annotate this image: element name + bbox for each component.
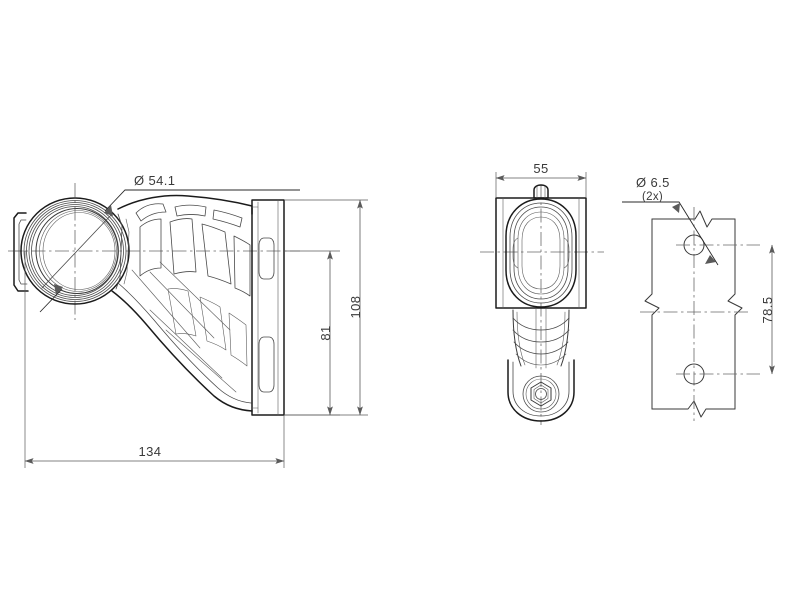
front-view-lens-oval <box>505 198 577 308</box>
dimension-hole-diameter-text: Ø 6.5 <box>636 175 670 190</box>
dimension-width-55: 55 <box>495 161 587 181</box>
lens-diameter-indicator <box>41 213 113 289</box>
hex-fastener-icon <box>530 381 552 407</box>
dimension-hole-spacing-785-text: 78.5 <box>760 297 775 324</box>
dimension-height-81-text: 81 <box>318 325 333 340</box>
dimension-width-55-text: 55 <box>533 161 548 176</box>
dimension-hole-quantity-text: (2x) <box>642 191 663 203</box>
arm-rib-windows <box>139 218 251 297</box>
dimension-hole-diameter: Ø 6.5 (2x) <box>622 175 719 266</box>
mounting-slot-upper <box>258 237 275 280</box>
mounting-plate-side <box>251 199 285 416</box>
front-view-top-boss <box>533 184 549 199</box>
dimension-height-108-text: 108 <box>348 296 363 319</box>
front-view-ribbed-neck <box>512 307 570 369</box>
lens-leader-lower <box>39 288 63 313</box>
dimension-hole-spacing-785: 78.5 <box>760 244 775 375</box>
dimension-lens-diameter-text: Ø 54.1 <box>134 173 175 188</box>
dimension-lens-diameter: Ø 54.1 <box>104 173 300 216</box>
plate-outline-with-breaks <box>644 210 743 418</box>
mounting-hole-upper <box>676 234 760 256</box>
mounting-plate-view: Ø 6.5 (2x) 78.5 <box>622 175 775 421</box>
front-view: 55 <box>480 161 604 425</box>
dimension-length-134: 134 <box>24 444 285 464</box>
arm-rib-pockets-upper <box>135 203 243 228</box>
lens-leader-lower-arrow <box>54 284 63 295</box>
dimension-height-108: 108 <box>348 199 363 416</box>
mounting-slot-lower <box>258 336 275 393</box>
lamp-arm-body <box>111 194 253 412</box>
arm-rib-windows-lower <box>167 288 248 367</box>
dimension-height-81: 81 <box>318 250 333 416</box>
dimension-length-134-text: 134 <box>139 444 162 459</box>
lamp-lens-housing <box>20 197 130 305</box>
front-view-foot <box>507 359 575 422</box>
mounting-hole-lower <box>676 363 760 385</box>
side-view: Ø 54.1 108 81 <box>8 173 368 468</box>
